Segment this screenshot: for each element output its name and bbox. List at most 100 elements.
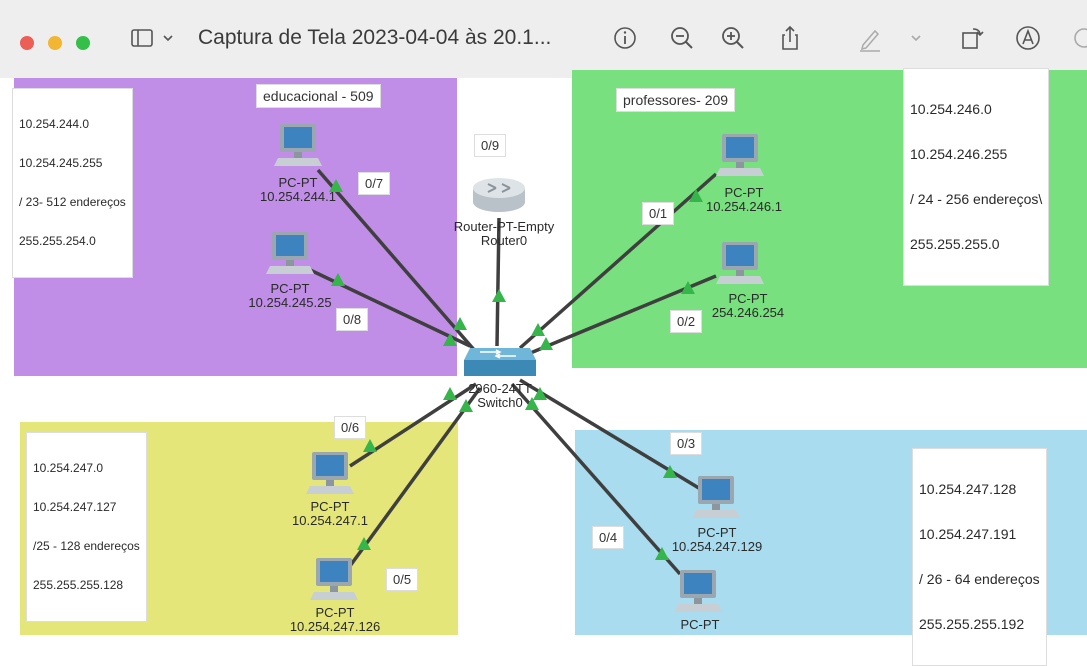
zoom-in-icon[interactable] bbox=[717, 22, 749, 54]
window-toolbar: Captura de Tela 2023-04-04 às 20.1... bbox=[0, 0, 1087, 79]
link-status-light bbox=[663, 465, 677, 478]
pc-icon[interactable] bbox=[716, 132, 764, 178]
note-line: / 24 - 256 endereços\ bbox=[910, 191, 1043, 207]
link-status-light bbox=[459, 399, 473, 412]
network-link[interactable] bbox=[519, 378, 713, 498]
info-note-professores: 10.254.246.0 10.254.246.255 / 24 - 256 e… bbox=[903, 68, 1050, 286]
note-line: 10.254.247.127 bbox=[33, 500, 117, 514]
router-label: Router-PT-Empty Router0 bbox=[444, 220, 564, 248]
pc-icon[interactable] bbox=[266, 230, 314, 276]
port-label-router: 0/9 bbox=[474, 134, 507, 157]
link-status-light bbox=[453, 317, 467, 330]
info-note-educacional: 10.254.244.0 10.254.245.255 / 23- 512 en… bbox=[12, 88, 133, 278]
port-label: 0/4 bbox=[592, 526, 625, 549]
pc-icon[interactable] bbox=[306, 450, 354, 496]
pc-icon[interactable] bbox=[310, 556, 358, 602]
network-link[interactable] bbox=[518, 172, 718, 350]
switch-name: Switch0 bbox=[477, 395, 523, 410]
note-line: /25 - 128 endereços bbox=[33, 539, 140, 553]
network-link[interactable] bbox=[305, 266, 471, 348]
pc-label: PC-PT 10.254.247.1 bbox=[278, 500, 382, 528]
pc-ip: 10.254.247.126 bbox=[289, 619, 381, 634]
search-icon[interactable] bbox=[1068, 22, 1087, 54]
router-name: Router0 bbox=[480, 233, 528, 248]
pc-icon[interactable] bbox=[692, 474, 740, 520]
port-label: 0/7 bbox=[358, 172, 391, 195]
info-icon[interactable] bbox=[609, 22, 641, 54]
link-status-light bbox=[655, 547, 669, 560]
pc-type: PC-PT bbox=[680, 617, 720, 632]
link-status-light bbox=[689, 189, 703, 202]
pc-type: PC-PT bbox=[310, 499, 350, 514]
pc-ip: 254.246.254 bbox=[711, 305, 785, 320]
note-line: 255.255.255.192 bbox=[919, 616, 1025, 632]
pc-type: PC-PT bbox=[278, 175, 318, 190]
area-label-educacional: educacional - 509 bbox=[256, 84, 381, 108]
note-line: 10.254.247.0 bbox=[33, 461, 104, 475]
network-link[interactable] bbox=[510, 382, 682, 576]
link-status-light bbox=[531, 323, 545, 336]
chevron-down-icon[interactable] bbox=[906, 22, 926, 54]
link-status-light bbox=[443, 387, 457, 400]
link-status-light bbox=[357, 537, 371, 550]
switch-icon[interactable] bbox=[460, 344, 536, 387]
pc-ip: 10.254.247.129 bbox=[671, 539, 763, 554]
zoom-out-icon[interactable] bbox=[666, 22, 698, 54]
switch-label: 2960-24TT Switch0 bbox=[452, 382, 548, 410]
port-label: 0/1 bbox=[642, 202, 675, 225]
switch-type: 2960-24TT bbox=[468, 381, 532, 396]
pc-label: PC-PT 254.246.254 bbox=[700, 292, 796, 320]
pc-ip: 10.254.247.1 bbox=[292, 513, 368, 528]
router-icon[interactable] bbox=[470, 172, 528, 221]
router-type: Router-PT-Empty bbox=[453, 219, 555, 234]
note-line: 10.254.245.255 bbox=[19, 156, 103, 170]
note-line: / 26 - 64 endereços bbox=[919, 571, 1040, 587]
pc-icon[interactable] bbox=[674, 568, 722, 614]
port-label: 0/3 bbox=[670, 432, 703, 455]
link-status-light bbox=[363, 439, 377, 452]
network-link[interactable] bbox=[348, 386, 482, 568]
network-link[interactable] bbox=[495, 217, 501, 347]
close-button[interactable] bbox=[20, 36, 34, 50]
pc-label: PC-PT 10.254.247.129 bbox=[658, 526, 776, 554]
network-canvas: educacional - 509 professores- 209 10.25… bbox=[0, 68, 1087, 666]
port-label: 0/2 bbox=[670, 310, 703, 333]
pc-ip: 10.254.245.25 bbox=[248, 295, 332, 310]
area-label-professores: professores- 209 bbox=[616, 88, 736, 112]
note-line: 10.254.247.128 bbox=[919, 481, 1017, 497]
pc-ip: 10.254.244.1 bbox=[260, 189, 336, 204]
sidebar-icon[interactable] bbox=[126, 22, 158, 54]
note-line: / 23- 512 endereços bbox=[19, 195, 126, 209]
pc-ip: 10.254.246.1 bbox=[706, 199, 782, 214]
pc-type: PC-PT bbox=[315, 605, 355, 620]
link-layer bbox=[305, 168, 718, 576]
pc-icon[interactable] bbox=[716, 240, 764, 286]
link-status-light bbox=[443, 333, 457, 346]
pc-label: PC-PT 10.254.245.25 bbox=[232, 282, 348, 310]
chevron-down-icon[interactable] bbox=[158, 22, 178, 54]
link-status-light bbox=[525, 397, 539, 410]
minimize-button[interactable] bbox=[48, 36, 62, 50]
pc-label: PC-PT 10.254.244.1 bbox=[246, 176, 350, 204]
link-status-light bbox=[329, 179, 343, 192]
pc-label: PC-PT 10.254.246.1 bbox=[690, 186, 798, 214]
link-status-light bbox=[539, 337, 553, 350]
note-line: 10.254.244.0 bbox=[19, 117, 90, 131]
markup-pen-icon[interactable] bbox=[854, 22, 886, 54]
port-label: 0/6 bbox=[334, 416, 367, 439]
note-line: 255.255.255.0 bbox=[910, 236, 1000, 252]
zoom-button[interactable] bbox=[76, 36, 90, 50]
port-label: 0/8 bbox=[336, 308, 369, 331]
annotate-icon[interactable] bbox=[1012, 22, 1044, 54]
note-line: 255.255.254.0 bbox=[19, 234, 96, 248]
pc-type: PC-PT bbox=[270, 281, 310, 296]
pc-label: PC-PT 10.254.247.126 bbox=[276, 606, 394, 634]
pc-icon[interactable] bbox=[274, 122, 322, 168]
info-note-yellow: 10.254.247.0 10.254.247.127 /25 - 128 en… bbox=[26, 432, 147, 622]
pc-type: PC-PT bbox=[697, 525, 737, 540]
rotate-icon[interactable] bbox=[956, 22, 988, 54]
network-link[interactable] bbox=[316, 168, 478, 354]
note-line: 255.255.255.128 bbox=[33, 578, 124, 592]
share-icon[interactable] bbox=[774, 22, 806, 54]
info-note-blue: 10.254.247.128 10.254.247.191 / 26 - 64 … bbox=[912, 448, 1047, 666]
